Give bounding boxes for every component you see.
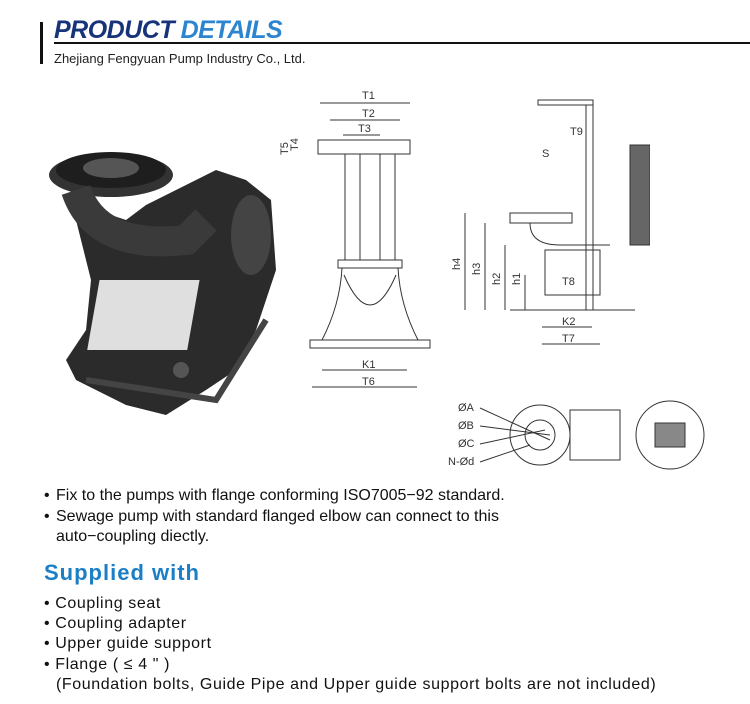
bullet: • [44,508,50,525]
label-t7: T7 [562,333,575,345]
supplied-text: Upper guide support [55,635,212,652]
title-divider [54,42,750,44]
label-h1: h1 [511,273,523,285]
supplied-item: • Coupling adapter [44,615,187,633]
coupling-seat-photo [49,152,276,415]
bullet: • [44,595,51,612]
feature-text: Sewage pump with standard flanged elbow … [56,508,499,525]
bullet: • [44,656,51,673]
label-h3: h3 [471,263,483,275]
label-t4: T4 [289,138,301,151]
supplied-item: • Flange ( ≤ 4 " ) [44,656,170,674]
feature-text: Fix to the pumps with flange conforming … [56,487,505,504]
page-title: PRODUCT DETAILS [54,16,283,45]
bullet: • [44,615,51,632]
label-ob: ØB [458,420,474,432]
label-t9: T9 [570,126,583,138]
bullet: • [44,635,51,652]
feature-item: • Sewage pump with standard flanged elbow… [44,508,499,526]
label-k1: K1 [362,359,375,371]
title-part-1: PRODUCT [54,16,175,44]
side-view-diagram: T9 S T8 h4 h3 h2 h1 K2 T7 [451,99,650,345]
supplied-text: Coupling seat [55,595,161,612]
accent-bar [40,22,43,64]
label-s: S [542,148,549,160]
label-h2: h2 [491,273,503,285]
company-name: Zhejiang Fengyuan Pump Industry Co., Ltd… [54,51,306,66]
label-t5: T5 [280,142,291,155]
label-t3: T3 [358,123,371,135]
front-view-diagram: T1 T2 T3 T4 T5 K1 T6 [280,90,431,388]
label-k2: K2 [562,316,575,328]
bullet: • [44,487,50,504]
supplied-note: (Foundation bolts, Guide Pipe and Upper … [56,676,657,693]
supplied-text: Coupling adapter [55,615,187,632]
top-view-diagram: ØA ØB ØC N-Ød [448,400,705,470]
label-t2: T2 [362,108,375,120]
label-t8: T8 [562,276,575,288]
supplied-heading: Supplied with [44,560,200,585]
title-part-2: DETAILS [180,16,283,44]
label-h4: h4 [451,258,463,270]
feature-text-continued: auto−coupling diectly. [56,528,210,545]
label-nd: N-Ød [448,456,474,468]
label-t1: T1 [362,90,375,102]
label-oc: ØC [458,438,475,450]
feature-item: • Fix to the pumps with flange conforming… [44,487,505,505]
label-oa: ØA [458,402,475,414]
supplied-text: Flange ( ≤ 4 " ) [55,656,171,673]
supplied-item: • Coupling seat [44,595,161,613]
supplied-item: • Upper guide support [44,635,212,653]
label-t6: T6 [362,376,375,388]
